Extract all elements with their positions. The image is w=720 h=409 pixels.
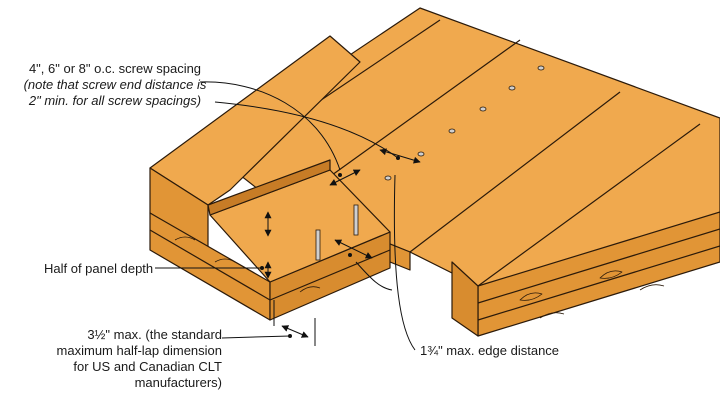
screw-spacing-callout: 4", 6" or 8" o.c. screw spacing (note th… <box>14 61 216 109</box>
screw-spacing-line2: (note that screw end distance is <box>23 77 207 92</box>
leader-half-lap <box>221 335 291 339</box>
end-grain-right <box>519 270 665 319</box>
half-lap-callout: 3½" max. (the standard maximum half-lap … <box>28 327 222 391</box>
screw-head-1 <box>537 65 545 71</box>
spacing-dim <box>329 169 361 186</box>
half-depth-callout: Half of panel depth <box>44 261 153 277</box>
screws <box>315 65 545 261</box>
half-lap-line4: manufacturers) <box>134 375 222 390</box>
screw-head-5 <box>417 151 425 157</box>
screw-spacing-line3: 2" min. for all screw spacings) <box>28 93 202 108</box>
edge-distance-callout: 1¾" max. edge distance <box>420 343 559 359</box>
half-lap-dim <box>281 325 309 338</box>
leader-edge <box>393 174 416 351</box>
screw-head-2 <box>508 85 516 91</box>
half-lap-line2: maximum half-lap dimension <box>56 343 222 358</box>
screw-shank-2 <box>315 229 321 261</box>
half-depth-text: Half of panel depth <box>44 261 154 276</box>
edge-dim <box>334 239 373 259</box>
screw-spacing-line1: 4", 6" or 8" o.c. screw spacing <box>28 61 202 76</box>
edge-distance-text: 1¾" max. edge distance <box>420 343 560 358</box>
dimension-lines <box>155 81 421 351</box>
leader-spacing-2 <box>214 101 399 159</box>
screw-shank-1 <box>353 204 359 236</box>
half-lap-line1: 3½" max. (the standard <box>87 327 222 342</box>
screw-head-3 <box>479 106 487 112</box>
screw-head-6 <box>384 175 392 181</box>
screw-head-4 <box>448 128 456 134</box>
leader-spacing <box>199 81 341 171</box>
left-clt-panel <box>149 35 391 321</box>
end-grain-left <box>174 236 321 293</box>
half-lap-line3: for US and Canadian CLT <box>73 359 222 374</box>
